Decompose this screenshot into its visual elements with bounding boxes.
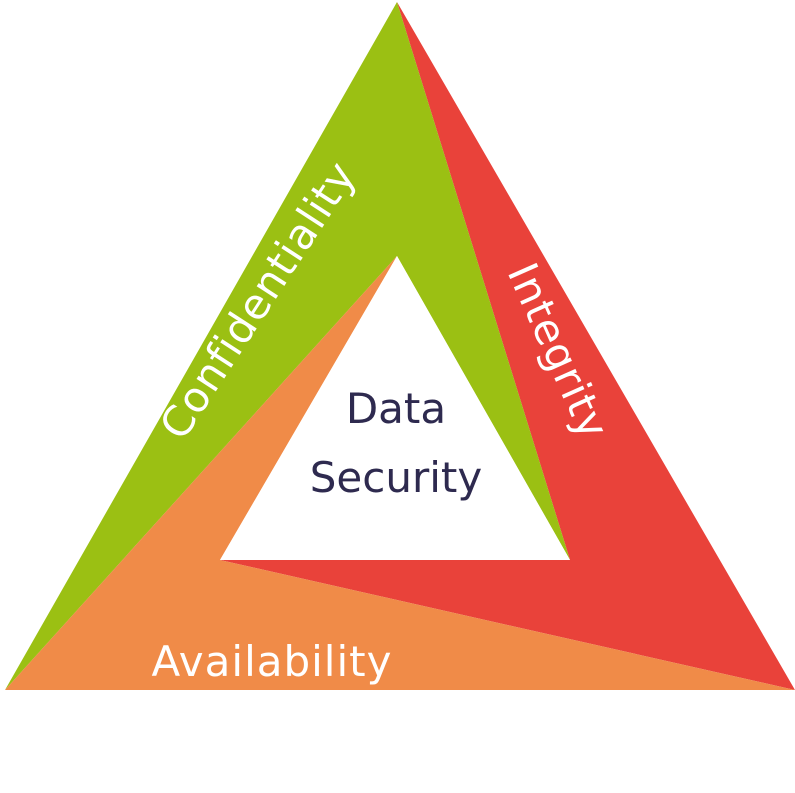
integrity-segment <box>220 2 795 690</box>
center-title-line1: Data <box>346 384 446 433</box>
availability-label: Availability <box>152 637 393 686</box>
confidentiality-segment <box>5 2 570 690</box>
availability-segment <box>5 256 795 690</box>
center-triangle <box>220 256 570 560</box>
center-title-line2: Security <box>310 453 482 502</box>
